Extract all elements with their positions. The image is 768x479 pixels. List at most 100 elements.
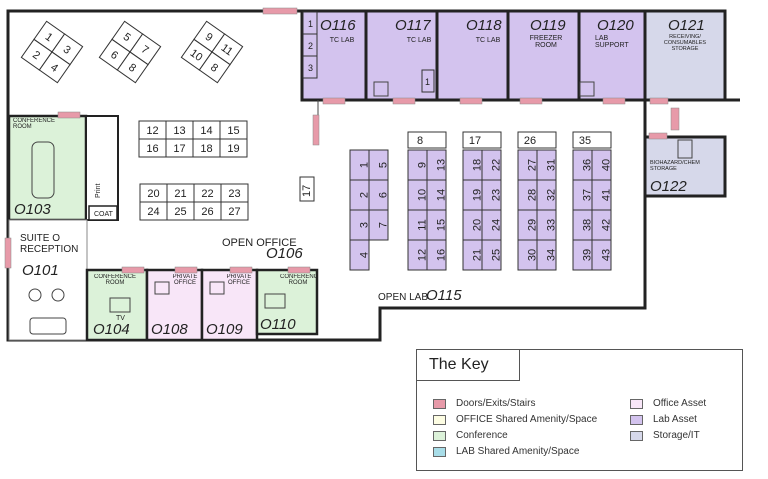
desk-label: 20 [147, 188, 159, 200]
desk-label: 16 [436, 249, 448, 261]
room-number: O108 [151, 321, 188, 338]
key-title: The Key [429, 356, 489, 373]
room-label: PRIVATE OFFICE [172, 274, 198, 286]
office-desk[interactable] [299, 176, 315, 202]
desk-label: 3 [359, 222, 371, 228]
desk-label: 24 [147, 206, 159, 218]
door[interactable] [57, 111, 81, 119]
desk-label: 17 [173, 143, 185, 155]
bench-head[interactable] [572, 131, 612, 149]
bench-head[interactable] [407, 131, 447, 149]
desk-label: 43 [601, 249, 613, 261]
room-o110[interactable] [255, 268, 319, 336]
room-number: O120 [597, 17, 634, 34]
key-item: Storage/IT [630, 430, 700, 441]
bench-head-label: 8 [417, 135, 423, 147]
room-o104[interactable] [85, 268, 149, 342]
door[interactable] [322, 97, 346, 105]
desk-label: 3 [61, 43, 73, 56]
lab-bench[interactable] [591, 239, 612, 271]
room-label: PRIVATE OFFICE [226, 274, 252, 286]
desk-label: 15 [227, 125, 239, 137]
bench-head-label: 35 [579, 135, 591, 147]
desk-label: 11 [417, 219, 429, 230]
office-desk[interactable] [38, 51, 71, 84]
lab-bench[interactable] [349, 239, 370, 271]
key-swatch [433, 414, 446, 425]
room-number: O110 [260, 316, 296, 333]
office-desk[interactable] [220, 201, 249, 221]
desk-label: 15 [436, 219, 448, 231]
lab-bench[interactable] [368, 209, 389, 241]
room-number: O101 [22, 262, 59, 279]
exterior-wall [6, 9, 647, 342]
desk-label: 17 [301, 185, 313, 197]
key-swatch [433, 430, 446, 441]
sink [373, 81, 389, 97]
door[interactable] [121, 266, 145, 274]
room-number: O106 [266, 245, 303, 262]
door[interactable] [312, 114, 320, 146]
room-label: CONFERENCE ROOM [13, 118, 56, 130]
desk-label: 25 [174, 206, 186, 218]
door[interactable] [670, 107, 680, 131]
room-o101[interactable] [8, 219, 88, 341]
door[interactable] [287, 266, 311, 274]
door[interactable] [519, 97, 543, 105]
door[interactable] [392, 97, 416, 105]
bench-head[interactable] [462, 131, 502, 149]
desk-label: 34 [546, 249, 558, 261]
door[interactable] [4, 237, 12, 269]
desk-label: 25 [491, 249, 503, 261]
door[interactable] [648, 132, 668, 140]
desk-label: 10 [188, 47, 205, 64]
conference-table [109, 297, 131, 313]
office-desk[interactable] [198, 51, 231, 84]
door[interactable] [262, 7, 298, 15]
lab-bench[interactable] [536, 239, 557, 271]
desk-label: 2 [359, 192, 371, 198]
desk-label: 8 [208, 61, 220, 74]
key-item: Conference [433, 430, 508, 441]
desk-label: 21 [472, 249, 484, 261]
open-office-label: OPEN OFFICE [222, 237, 297, 249]
room-o122[interactable] [643, 135, 727, 198]
door[interactable] [602, 97, 626, 105]
desk-label: 32 [546, 189, 558, 201]
bench-head-label: 17 [469, 135, 481, 147]
room-o103[interactable] [7, 114, 88, 222]
desk-label: 20 [472, 219, 484, 231]
desk-label: 40 [601, 159, 613, 171]
desk-label: 11 [219, 42, 235, 58]
bench-head[interactable] [517, 131, 557, 149]
door[interactable] [229, 266, 253, 274]
key-swatch [433, 398, 446, 409]
room-label: TC LAB [330, 37, 355, 44]
desk-label: 13 [436, 159, 448, 171]
room-number: O116 [320, 17, 356, 34]
desk-label: 18 [200, 143, 212, 155]
desk-label: 5 [378, 162, 390, 168]
office-desk[interactable] [116, 51, 149, 84]
room-label: OPEN OFFICE [222, 237, 297, 249]
desk-label: 13 [173, 125, 185, 137]
room-o121[interactable] [643, 9, 727, 102]
desk-label: 5 [121, 31, 133, 44]
room-number: O104 [93, 321, 130, 338]
room-label: TC LAB [476, 37, 501, 44]
desk-label: 7 [378, 222, 390, 228]
desk-label: 14 [200, 125, 212, 137]
door[interactable] [459, 97, 483, 105]
lab-bench[interactable] [481, 239, 502, 271]
desk-label: 27 [527, 159, 539, 171]
desk-label: 8 [126, 61, 138, 74]
desk-label: 22 [201, 188, 213, 200]
office-desk[interactable] [219, 138, 248, 158]
door[interactable] [174, 266, 198, 274]
desk-label: 12 [417, 249, 429, 261]
print-label: Print [95, 184, 102, 198]
room-number: O121 [668, 17, 705, 34]
lab-bench[interactable] [426, 239, 447, 271]
door[interactable] [649, 97, 669, 105]
